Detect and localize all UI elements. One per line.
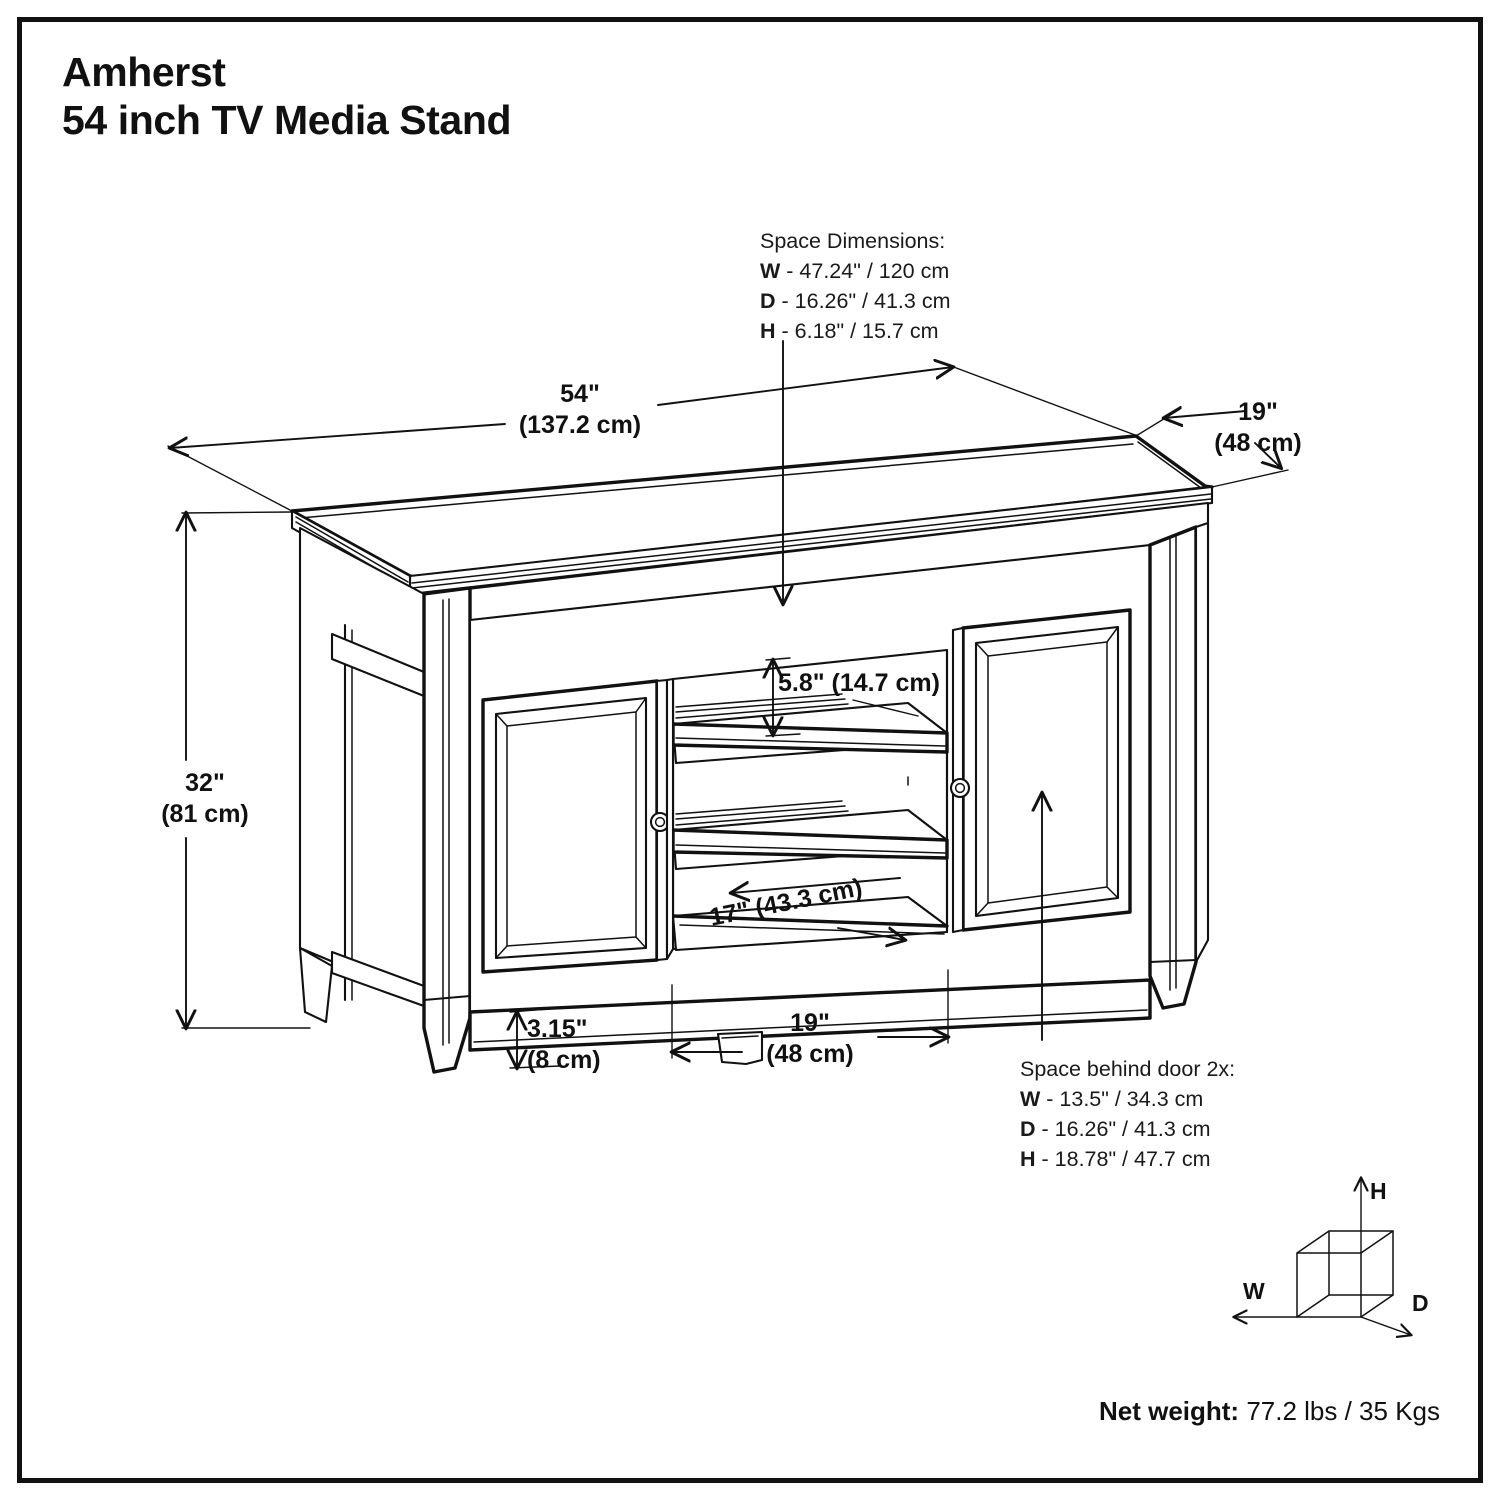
legend-depth-label: D <box>1412 1290 1429 1316</box>
leg-clearance-label: 3.15" (8 cm) <box>527 1014 647 1075</box>
page-title: Amherst 54 inch TV Media Stand <box>62 48 512 145</box>
behind-door-row-h: H - 18.78" / 47.7 cm <box>1020 1144 1235 1174</box>
net-weight-label: Net weight: <box>1098 1396 1240 1426</box>
behind-door-row-w: W - 13.5" / 34.3 cm <box>1020 1084 1235 1114</box>
legend-width-label: W <box>1243 1278 1265 1304</box>
behind-door-row-d: D - 16.26" / 41.3 cm <box>1020 1114 1235 1144</box>
depth-dimension-line <box>1164 411 1247 418</box>
net-weight: Net weight: 77.2 lbs / 35 Kgs <box>1099 1396 1440 1427</box>
leg-clearance-imperial: 3.15" <box>527 1015 588 1043</box>
space-dimensions-value-d: - 16.26" / 41.3 cm <box>781 289 951 314</box>
behind-door-value-w: - 13.5" / 34.3 cm <box>1046 1087 1204 1112</box>
leg-clearance-metric: (8 cm) <box>527 1045 601 1074</box>
legend-height-label: H <box>1370 1178 1387 1204</box>
overall-depth-imperial: 19" <box>1238 398 1278 426</box>
center-bay-width-label: 19" (48 cm) <box>745 1008 875 1069</box>
space-dimensions-heading: Space Dimensions: <box>760 229 946 253</box>
behind-door-value-h: - 18.78" / 47.7 cm <box>1041 1147 1211 1172</box>
overall-width-metric: (137.2 cm) <box>518 410 642 439</box>
overall-height-imperial: 32" <box>185 769 225 797</box>
center-bay-metric: (48 cm) <box>766 1039 854 1068</box>
overall-depth-label: 19" (48 cm) <box>1198 397 1318 458</box>
space-dimensions-callout: Space Dimensions: W - 47.24" / 120 cm D … <box>760 226 950 346</box>
space-dimensions-key-d: D <box>760 289 776 314</box>
behind-door-key-h: H <box>1020 1147 1036 1172</box>
overall-height-label: 32" (81 cm) <box>145 768 265 829</box>
space-dimensions-row-w: W - 47.24" / 120 cm <box>760 256 950 286</box>
overall-height-metric: (81 cm) <box>161 799 249 828</box>
overall-width-imperial: 54" <box>560 380 600 408</box>
overall-width-label: 54" (137.2 cm) <box>500 379 660 440</box>
space-dimensions-value-h: - 6.18" / 15.7 cm <box>781 319 939 344</box>
behind-door-value-d: - 16.26" / 41.3 cm <box>1041 1117 1211 1142</box>
shelf-depth-dimension-line <box>731 877 901 893</box>
behind-door-heading: Space behind door 2x: <box>1020 1057 1236 1081</box>
center-bay-imperial: 19" <box>790 1009 830 1037</box>
space-dimensions-value-w: - 47.24" / 120 cm <box>786 259 950 284</box>
space-behind-door-callout: Space behind door 2x: W - 13.5" / 34.3 c… <box>1020 1054 1235 1174</box>
net-weight-value: 77.2 lbs / 35 Kgs <box>1239 1396 1440 1426</box>
product-name-line: 54 inch TV Media Stand <box>62 97 512 144</box>
behind-door-key-d: D <box>1020 1117 1036 1142</box>
space-dimensions-key-w: W <box>760 259 781 284</box>
space-dimensions-key-h: H <box>760 319 776 344</box>
width-dimension-line <box>657 367 953 406</box>
behind-door-key-w: W <box>1020 1087 1041 1112</box>
product-brand-line: Amherst <box>62 49 226 95</box>
space-dimensions-row-d: D - 16.26" / 41.3 cm <box>760 286 950 316</box>
overall-depth-metric: (48 cm) <box>1214 428 1302 457</box>
space-dimensions-row-h: H - 6.18" / 15.7 cm <box>760 316 950 346</box>
shelf-opening-height-label: 5.8" (14.7 cm) <box>778 669 940 697</box>
